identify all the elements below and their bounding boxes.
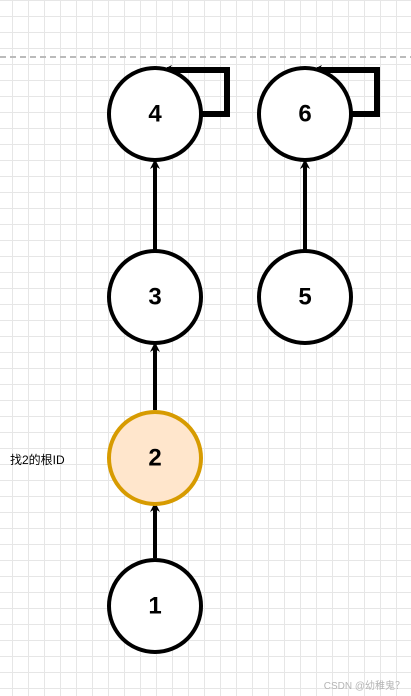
node-3[interactable]: 3 (107, 249, 203, 345)
edges (150, 65, 380, 558)
node-4-label: 4 (148, 101, 162, 128)
node-1-label: 1 (148, 593, 161, 620)
node-3-label: 3 (148, 284, 161, 311)
node-2-label: 2 (148, 445, 161, 472)
node-1-circle (107, 558, 203, 654)
watermark: CSDN @幼稚鬼？ (323, 681, 405, 692)
self-loop-6 (312, 65, 380, 117)
node-4[interactable]: 4 (107, 66, 203, 162)
node-6-label: 6 (298, 101, 311, 128)
node-5-circle (257, 249, 353, 345)
node-1[interactable]: 1 (107, 558, 203, 654)
nodes: 4 6 3 5 2 1 (107, 66, 353, 654)
node-5[interactable]: 5 (257, 249, 353, 345)
node-6[interactable]: 6 (257, 66, 353, 162)
node-4-circle (107, 66, 203, 162)
self-loop-4 (162, 65, 230, 117)
node-2-circle (107, 410, 203, 506)
node-2[interactable]: 2 (107, 410, 203, 506)
node-3-circle (107, 249, 203, 345)
node-5-label: 5 (298, 284, 311, 311)
annotation-find-root: 找2的根ID (10, 453, 65, 467)
node-6-circle (257, 66, 353, 162)
